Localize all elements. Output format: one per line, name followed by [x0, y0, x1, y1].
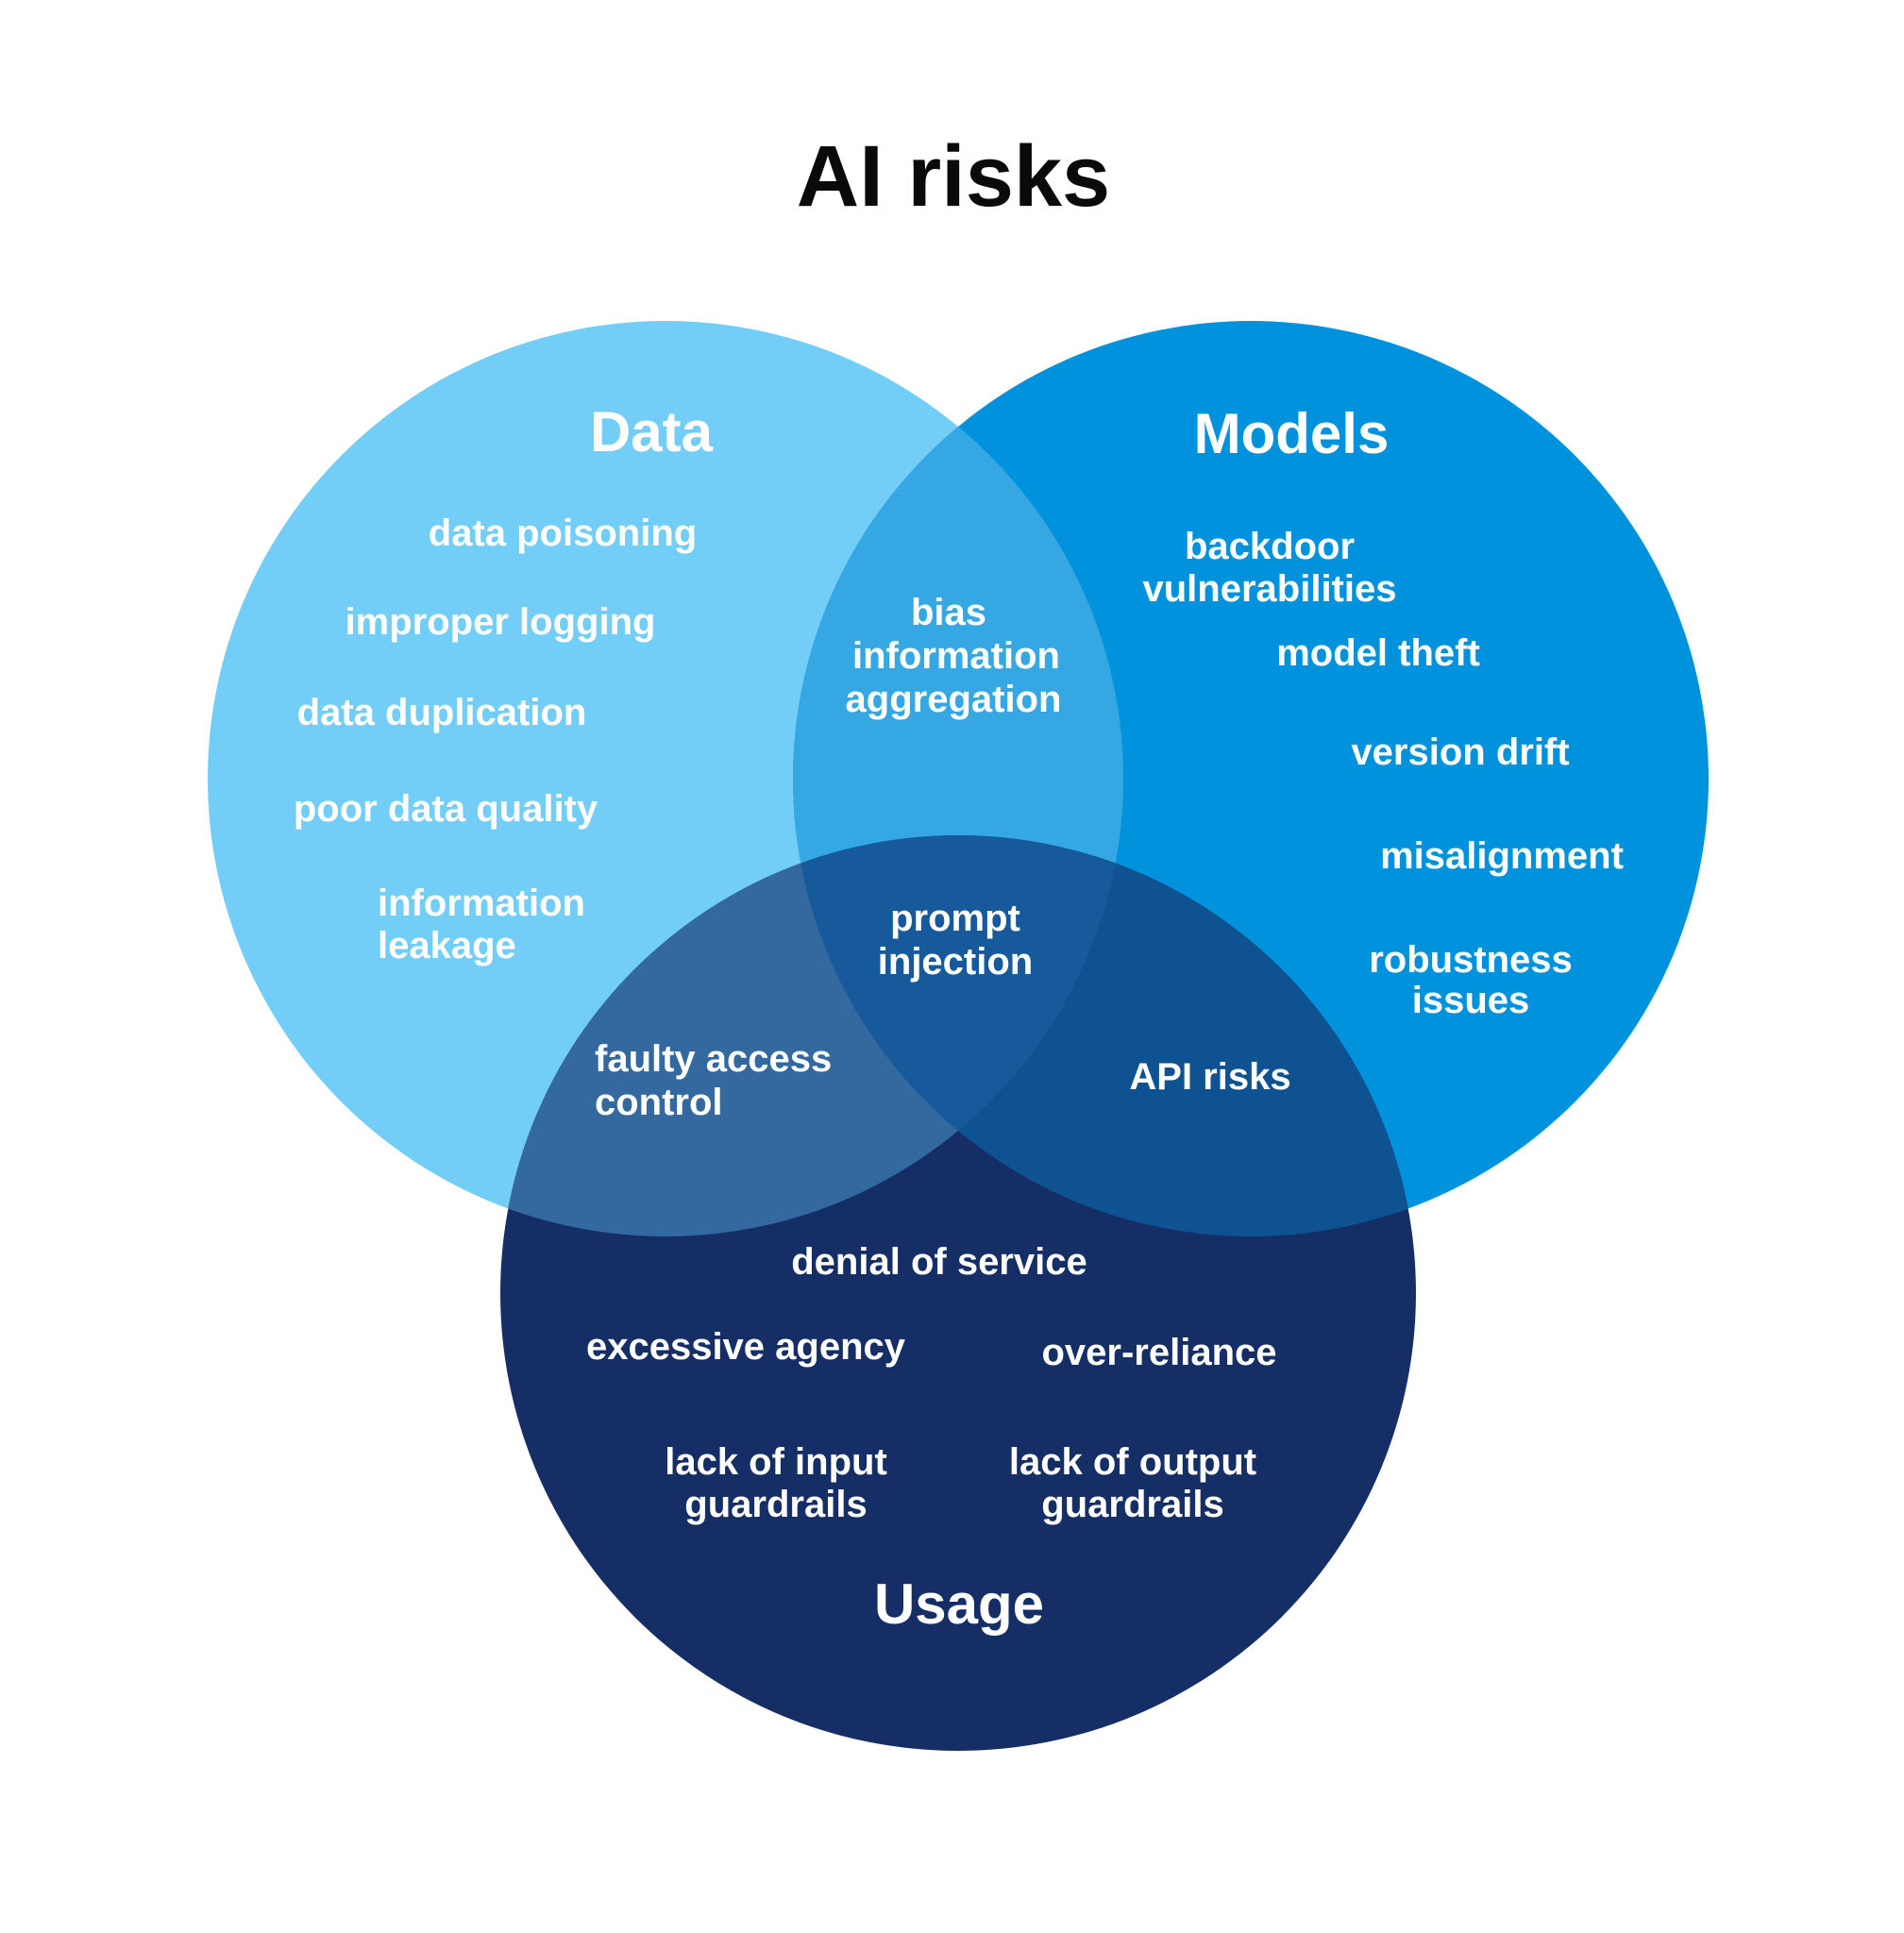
data-usage-overlap-region — [500, 835, 1123, 1236]
models-item-model-theft: model theft — [1276, 632, 1480, 674]
models-item-robustness-line1: robustness — [1369, 939, 1573, 981]
data-item-improper-logging: improper logging — [345, 601, 656, 643]
data-models-item-bias: bias — [911, 592, 986, 633]
data-models-item-info-aggregation-line1: information — [852, 635, 1060, 677]
center-item-prompt-injection-line2: injection — [878, 941, 1033, 983]
usage-item-input-guardrails-line1: lack of input — [665, 1441, 887, 1483]
usage-item-excessive-agency: excessive agency — [586, 1326, 906, 1368]
models-item-robustness-line2: issues — [1412, 980, 1530, 1021]
models-item-version-drift: version drift — [1351, 731, 1569, 773]
data-usage-item-faulty-access-line2: control — [595, 1082, 723, 1123]
models-usage-item-api-risks: API risks — [1129, 1056, 1290, 1098]
data-usage-item-faulty-access-line1: faulty access — [595, 1038, 832, 1080]
usage-item-output-guardrails-line2: guardrails — [1041, 1484, 1223, 1525]
usage-circle-label: Usage — [874, 1572, 1044, 1636]
models-circle-label: Models — [1194, 402, 1390, 465]
page-title: AI risks — [797, 128, 1110, 225]
data-item-duplication: data duplication — [297, 692, 587, 733]
usage-item-over-reliance: over-reliance — [1041, 1332, 1276, 1373]
models-usage-overlap-region — [793, 835, 1416, 1236]
data-item-information-leakage-line2: leakage — [378, 925, 516, 966]
data-circle-label: Data — [590, 400, 714, 463]
models-item-backdoor-line1: backdoor — [1185, 526, 1355, 567]
models-item-misalignment: misalignment — [1380, 835, 1624, 877]
data-item-information-leakage-line1: information — [378, 882, 585, 924]
data-models-item-info-aggregation-line2: aggregation — [846, 679, 1062, 720]
data-item-poor-quality: poor data quality — [294, 788, 598, 830]
data-item-poisoning: data poisoning — [429, 513, 697, 554]
center-item-prompt-injection-line1: prompt — [890, 898, 1020, 939]
models-item-backdoor-line2: vulnerabilities — [1143, 568, 1397, 610]
usage-item-output-guardrails-line1: lack of output — [1009, 1441, 1256, 1483]
usage-item-input-guardrails-line2: guardrails — [684, 1484, 867, 1525]
usage-item-denial-of-service: denial of service — [791, 1241, 1087, 1283]
